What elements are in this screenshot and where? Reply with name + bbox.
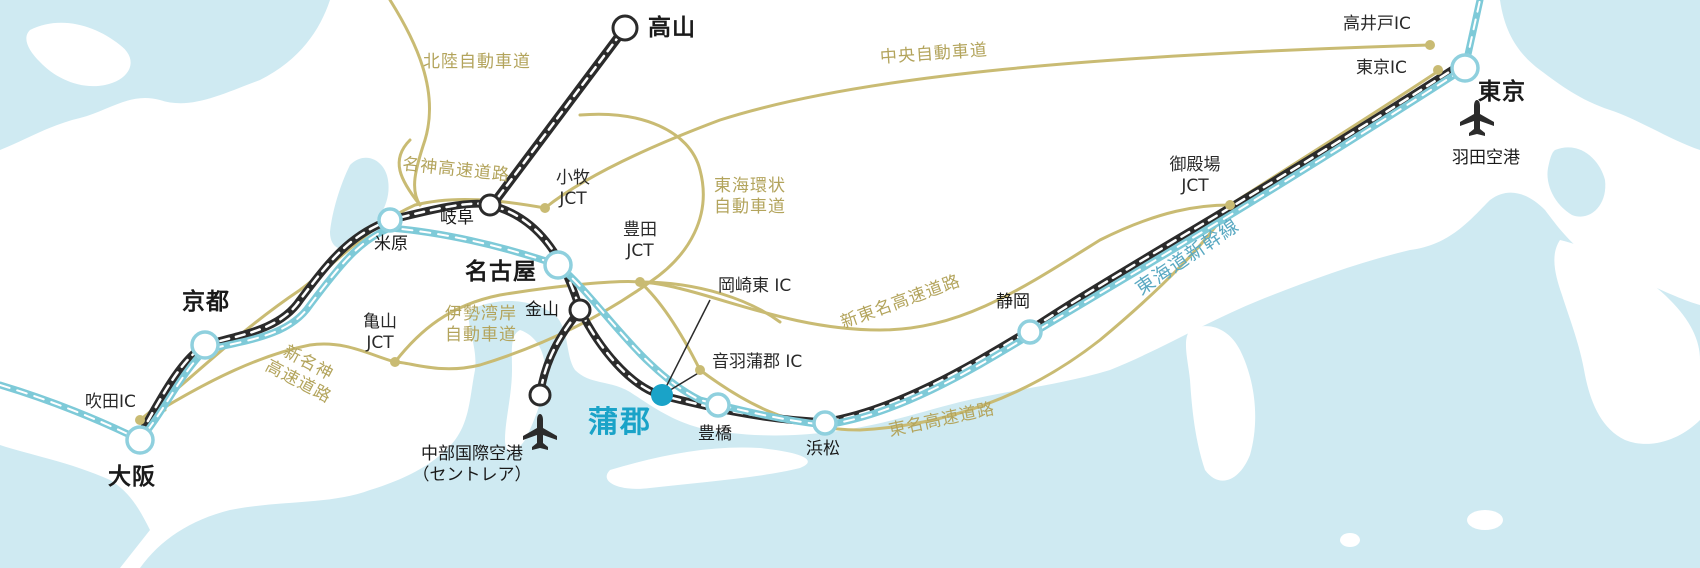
station-label-gifu: 岐阜 [440, 208, 474, 228]
station-marker-hamamatsu [812, 410, 838, 436]
road-label-tokai-kanjo: 東海環状 自動車道 [705, 176, 795, 219]
centrair-name: 中部国際空港 [421, 444, 523, 464]
jct-name: 亀山 [363, 312, 397, 332]
station-marker-centrair [528, 383, 552, 407]
road-name-line2: 自動車道 [714, 197, 786, 218]
ic-dot-toyota [635, 277, 645, 287]
station-marker-shizuoka [1017, 319, 1043, 345]
ic-dot-komaki [540, 203, 550, 213]
station-marker-tokyo [1450, 53, 1480, 83]
ic-dot-gotemba [1225, 200, 1235, 210]
station-label-centrair: 中部国際空港 （セントレア） [402, 444, 542, 487]
station-label-gamagori: 蒲郡 [588, 405, 652, 440]
ic-label-okazaki-higashi: 岡崎東 IC [718, 276, 792, 296]
road-name-line2: 自動車道 [445, 325, 517, 346]
ic-dot-kameyama [390, 357, 400, 367]
ic-dot-tokyo [1433, 65, 1443, 75]
jct-name: 豊田 [623, 220, 657, 240]
road-name-line1: 東海環状 [714, 176, 786, 196]
ic-label-takaido: 高井戸IC [1343, 14, 1411, 34]
ic-dot-otowa [695, 365, 705, 375]
ic-dot-takaido [1425, 40, 1435, 50]
station-label-osaka: 大阪 [108, 464, 156, 490]
stations [125, 14, 1480, 455]
station-marker-nagoya [543, 250, 573, 280]
ic-label-suita: 吹田IC [85, 392, 136, 412]
road-name-line1: 伊勢湾岸 [445, 304, 517, 324]
jct-suffix: JCT [366, 333, 394, 354]
ic-label-tokyo: 東京IC [1356, 58, 1407, 78]
station-label-haneda: 羽田空港 [1452, 148, 1520, 168]
station-label-takayama: 高山 [648, 15, 696, 41]
gamagori-pointer-line [661, 299, 711, 396]
jct-suffix: JCT [1181, 176, 1209, 197]
station-label-maibara: 米原 [374, 234, 408, 254]
station-marker-toyohashi [705, 392, 731, 418]
station-label-kyoto: 京都 [182, 289, 230, 315]
jct-label-toyota: 豊田 JCT [615, 220, 665, 263]
jct-label-gotemba: 御殿場 JCT [1160, 155, 1230, 198]
station-marker-gifu [478, 193, 502, 217]
jct-suffix: JCT [626, 241, 654, 262]
station-label-toyohashi: 豊橋 [698, 424, 732, 444]
station-label-tokyo: 東京 [1478, 79, 1526, 105]
road-label-hokuriku: 北陸自動車道 [423, 52, 531, 72]
ic-label-otowa-gamagori: 音羽蒲郡 IC [712, 352, 803, 372]
expressway-network [138, 0, 1442, 432]
ic-dot-suita [135, 415, 145, 425]
station-marker-osaka [125, 425, 155, 455]
jct-label-kameyama: 亀山 JCT [355, 312, 405, 355]
station-label-hamamatsu: 浜松 [806, 439, 840, 459]
jct-name: 小牧 [556, 168, 590, 188]
station-marker-kanayama [568, 298, 592, 322]
station-label-kanayama: 金山 [525, 300, 559, 320]
road-label-isewangan: 伊勢湾岸 自動車道 [436, 304, 526, 347]
station-marker-maibara [377, 207, 403, 233]
jct-suffix: JCT [559, 189, 587, 210]
station-label-shizuoka: 静岡 [996, 292, 1030, 312]
station-marker-takayama [611, 14, 639, 42]
jr-takayama-line [485, 23, 630, 213]
centrair-nickname: （セントレア） [412, 465, 532, 486]
jct-name: 御殿場 [1169, 155, 1221, 175]
interchange-dots [135, 40, 1443, 425]
jct-label-komaki: 小牧 JCT [548, 168, 598, 211]
station-label-nagoya: 名古屋 [465, 259, 537, 285]
station-marker-kyoto [190, 330, 220, 360]
station-marker-gamagori [651, 384, 673, 406]
